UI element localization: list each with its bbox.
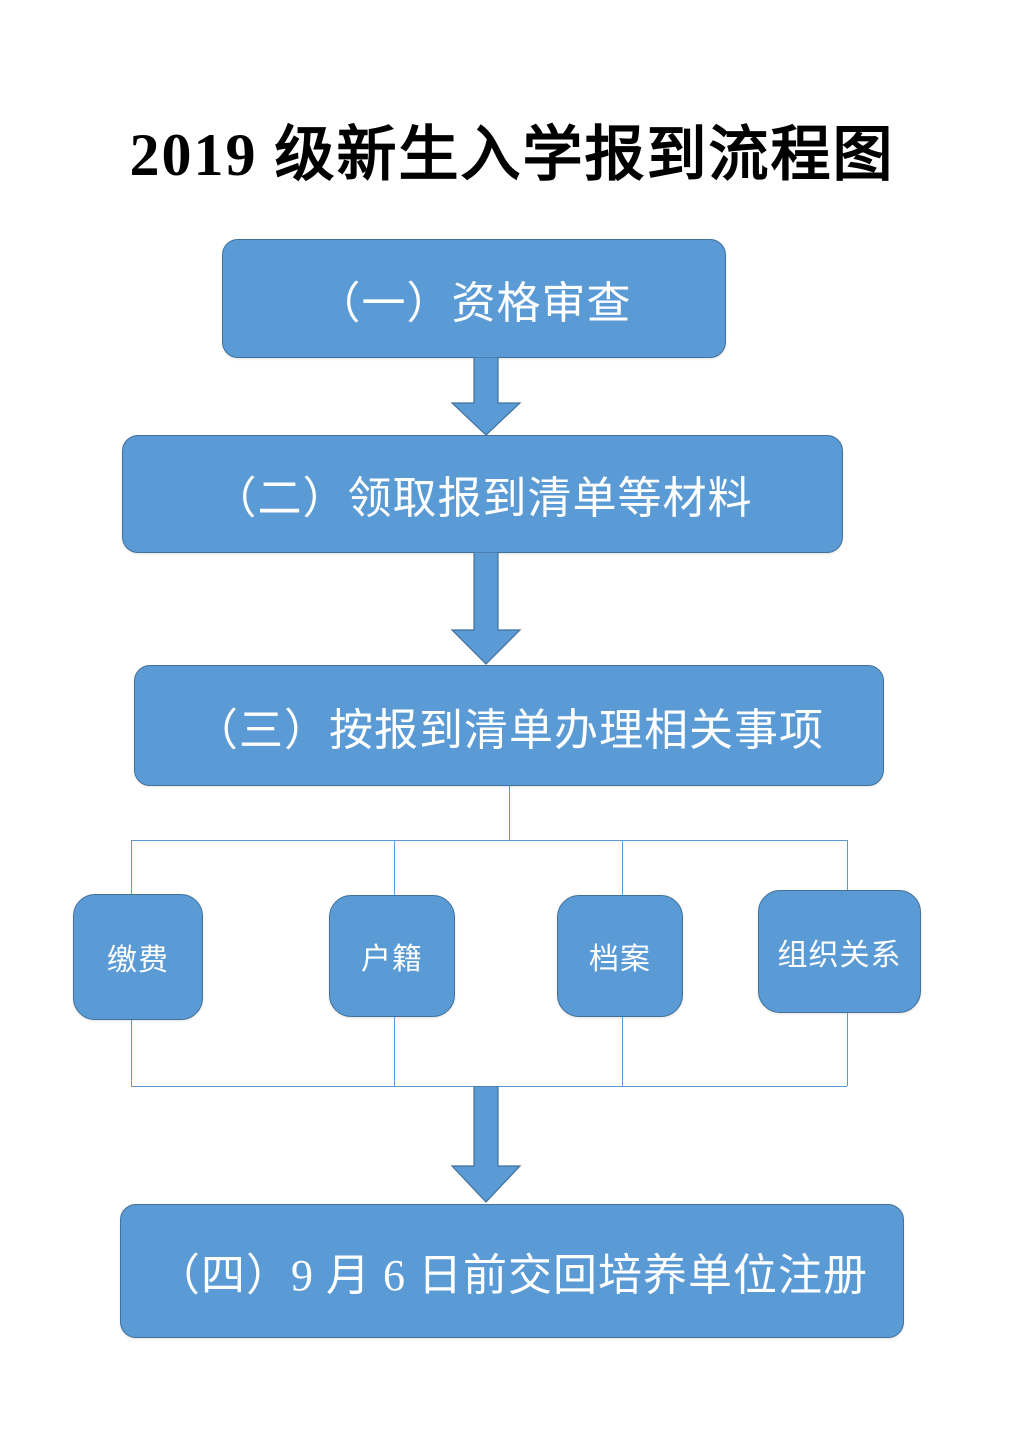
flow-step-4[interactable]: （四）9 月 6 日前交回培养单位注册 — [120, 1204, 904, 1338]
merge-riser-line-4 — [847, 1013, 848, 1086]
branch-box-archive[interactable]: 档案 — [557, 895, 683, 1017]
merge-riser-line-2 — [394, 1017, 395, 1086]
split-drop-line-2 — [394, 840, 395, 895]
page-title: 2019 级新生入学报到流程图 — [129, 122, 895, 188]
branch-box-payment[interactable]: 缴费 — [73, 894, 203, 1020]
arrow-step2-to-step3-icon — [447, 552, 525, 666]
split-drop-line-3 — [622, 840, 623, 895]
flow-step-1[interactable]: （一）资格审查 — [222, 239, 726, 358]
split-stem-line — [509, 786, 510, 840]
branch-box-household-label: 户籍 — [361, 943, 423, 976]
flow-step-3[interactable]: （三）按报到清单办理相关事项 — [134, 665, 884, 786]
flow-step-4-label: （四）9 月 6 日前交回培养单位注册 — [156, 1251, 868, 1300]
merge-riser-line-3 — [622, 1017, 623, 1086]
branch-box-household[interactable]: 户籍 — [329, 895, 455, 1017]
flow-step-2[interactable]: （二）领取报到清单等材料 — [122, 435, 843, 553]
split-drop-line-4 — [847, 840, 848, 890]
arrow-merge-to-step4-icon — [447, 1086, 525, 1204]
flow-step-2-label: （二）领取报到清单等材料 — [212, 474, 753, 523]
flow-step-3-label: （三）按报到清单办理相关事项 — [194, 705, 824, 755]
merge-riser-line-1 — [131, 1020, 132, 1086]
branch-box-archive-label: 档案 — [589, 943, 651, 976]
split-bus-line — [131, 840, 847, 841]
branch-box-party-relations-label: 组织关系 — [777, 938, 902, 972]
split-drop-line-1 — [131, 840, 132, 895]
flow-step-1-label: （一）资格审查 — [316, 278, 632, 328]
branch-box-party-relations[interactable]: 组织关系 — [758, 890, 921, 1013]
branch-box-payment-label: 缴费 — [107, 944, 169, 977]
arrow-step1-to-step2-icon — [447, 357, 525, 437]
